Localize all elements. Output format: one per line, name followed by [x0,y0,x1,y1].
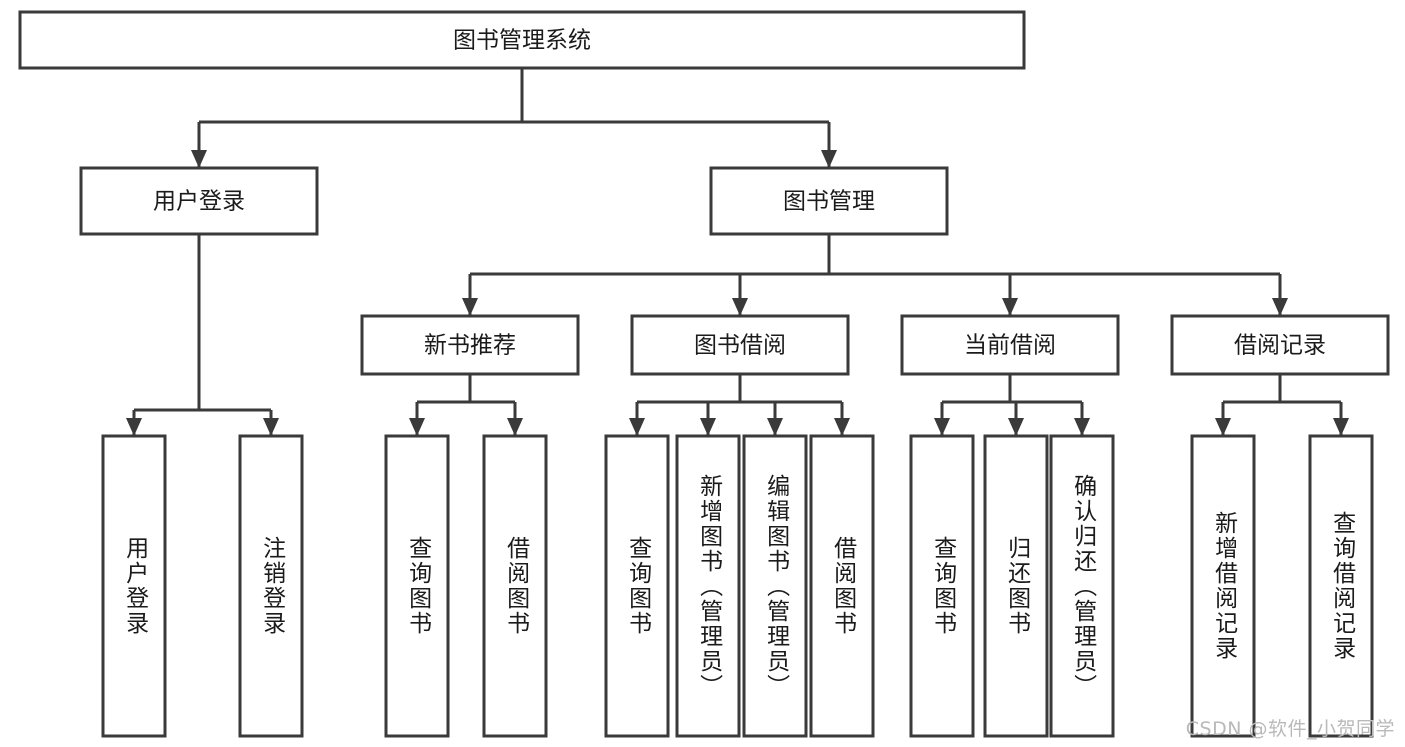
csdn-watermark: CSDN @软件_小贺同学 [1185,718,1395,740]
connectors-layer [126,68,1349,436]
arrow-head [732,298,748,316]
arrow-head [934,418,950,436]
node-box-leaf-user-login[interactable] [101,434,167,738]
arrow-head [1333,418,1349,436]
node-box-leaf-query-borrow-record[interactable] [1308,434,1374,738]
node-label-new-book-recommend: 新书推荐 [424,333,516,359]
arrow-head [1215,418,1231,436]
arrow-head [1008,418,1024,436]
arrow-head [1074,418,1090,436]
node-box-leaf-logout-login[interactable] [238,434,304,738]
node-box-root[interactable] [18,10,1026,70]
node-box-book-manage[interactable] [709,166,949,236]
node-label-borrow-record: 借阅记录 [1234,333,1326,359]
arrow-head [191,150,207,168]
arrow-head [767,418,783,436]
node-label-current-borrow: 当前借阅 [964,333,1056,359]
node-box-leaf-query-book-3[interactable] [909,434,975,738]
arrow-head [462,298,478,316]
node-label-book-manage: 图书管理 [783,189,875,215]
node-box-user-login[interactable] [79,166,319,236]
arrow-head [126,418,142,436]
arrow-head [629,418,645,436]
arrow-head [1002,298,1018,316]
boxes-layer [18,10,1390,738]
node-box-leaf-borrow-book-2[interactable] [809,434,875,738]
arrow-head [700,418,716,436]
node-box-leaf-return-book[interactable] [983,434,1049,738]
arrow-head [834,418,850,436]
node-box-leaf-query-book-1[interactable] [384,434,450,738]
arrow-head [821,150,837,168]
node-box-book-borrow[interactable] [630,314,850,376]
node-box-new-book-recommend[interactable] [360,314,580,376]
arrow-head [507,418,523,436]
node-box-leaf-query-book-2[interactable] [604,434,670,738]
node-box-current-borrow[interactable] [900,314,1120,376]
node-label-user-login: 用户登录 [153,189,245,215]
arrow-head [1272,298,1288,316]
node-box-leaf-add-book-admin[interactable] [675,434,741,738]
node-box-leaf-edit-book-admin[interactable] [742,434,808,738]
node-box-borrow-record[interactable] [1170,314,1390,376]
arrow-head [263,418,279,436]
node-box-leaf-borrow-book-1[interactable] [482,434,548,738]
node-label-root: 图书管理系统 [453,28,591,54]
node-label-book-borrow: 图书借阅 [694,333,786,359]
arrow-head [409,418,425,436]
node-box-leaf-confirm-return-admin[interactable] [1049,434,1115,738]
node-box-leaf-add-borrow-record[interactable] [1190,434,1256,738]
